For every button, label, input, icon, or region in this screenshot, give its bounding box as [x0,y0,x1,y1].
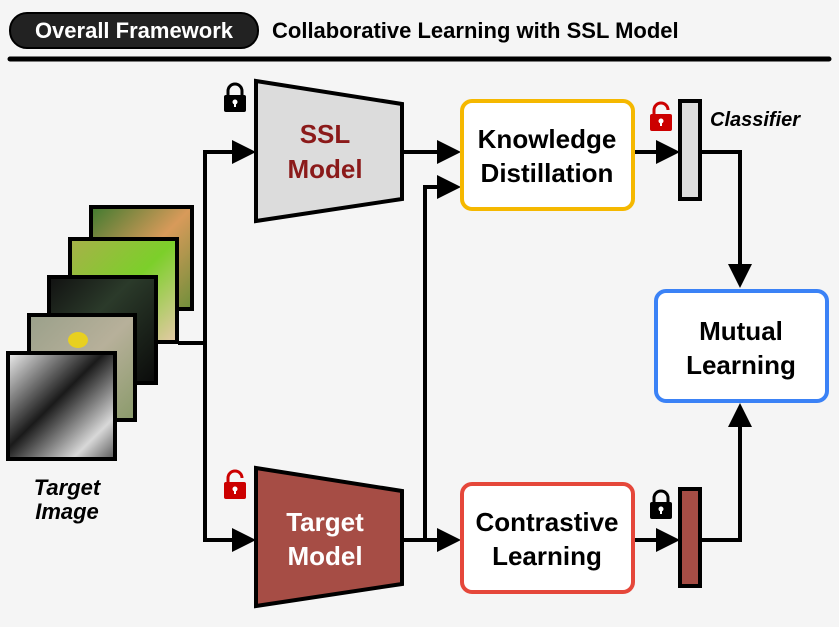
header-badge [9,12,259,49]
image-augmented-5 [6,351,117,461]
kd-label-1: Knowledge [478,124,617,154]
kd-label-2: Distillation [481,158,614,188]
cl-label-2: Learning [492,541,602,571]
lock-icon [224,82,246,112]
lock-icon [650,489,672,519]
cl-label-1: Contrastive [475,507,618,537]
target-image-label-2: Image [35,499,99,524]
mutual-learning-box: Mutual Learning [654,289,829,403]
classifier-target [678,487,702,588]
classifier-label: Classifier [710,109,801,131]
connectors [178,140,752,552]
bird-shape [68,332,88,348]
target-image-stack [6,205,194,461]
header-title: Collaborative Learning with SSL Model [272,18,679,43]
target-model: Target Model [254,465,404,609]
target-image-label-1: Target [34,475,102,500]
classifier-ssl [678,99,702,201]
ssl-model-label-2: Model [287,154,362,184]
ssl-model: SSL Model [254,78,404,224]
knowledge-distillation-box: Knowledge Distillation [460,99,635,211]
target-model-label-2: Model [287,541,362,571]
unlock-icon [224,469,246,499]
contrastive-learning-box: Contrastive Learning [460,482,635,594]
ml-label-1: Mutual [699,316,783,346]
ssl-model-label-1: SSL [300,119,351,149]
target-model-label-1: Target [286,507,364,537]
unlock-icon [650,101,672,131]
header: Overall Framework Collaborative Learning… [7,12,832,62]
header-badge-text: Overall Framework [35,18,234,43]
ml-label-2: Learning [686,350,796,380]
